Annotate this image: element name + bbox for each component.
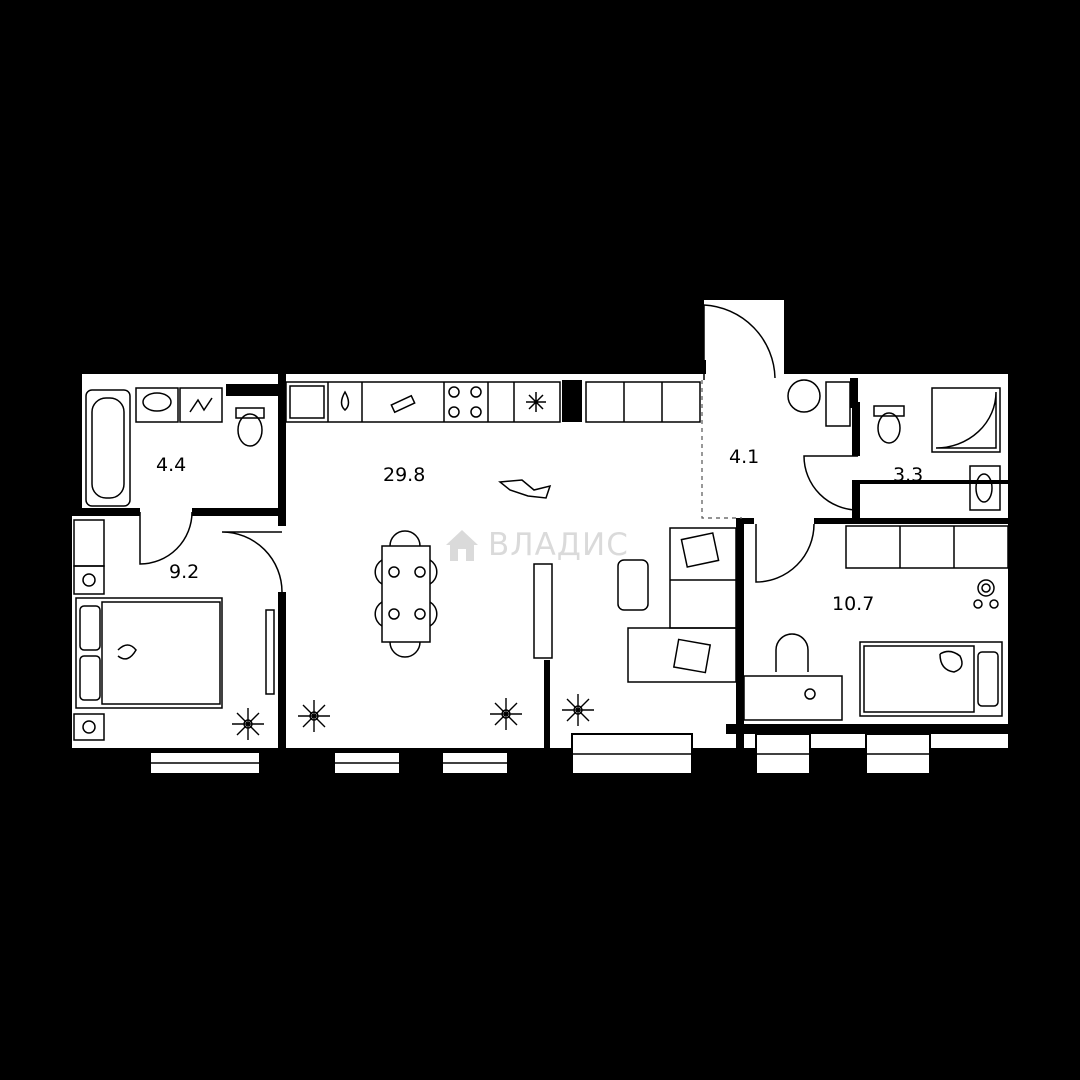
room-area-hall: 4.1 (729, 446, 760, 468)
plants (232, 694, 594, 740)
room-area-kids-room: 10.7 (832, 593, 875, 615)
room-area-bedroom: 9.2 (169, 561, 200, 583)
living-furniture (265, 479, 737, 695)
house-logo-icon (446, 530, 478, 561)
bedroom-furniture (73, 519, 223, 741)
watermark: ВЛАДИС (442, 522, 642, 568)
bath-2-fixtures (873, 387, 1001, 511)
windows (149, 733, 931, 775)
dining-table (374, 530, 438, 658)
kids-room-furniture (743, 525, 1009, 721)
room-area-kitchen-living: 29.8 (383, 464, 426, 486)
bath-1-fixtures (85, 387, 265, 507)
window-glass-lines (150, 753, 930, 764)
doors (139, 304, 859, 593)
hall-zone-dashed-line (701, 380, 742, 519)
watermark-text: ВЛАДИС (488, 527, 629, 563)
kitchen-counter (285, 379, 851, 427)
room-area-bath-1: 4.4 (156, 454, 187, 476)
room-area-bath-2: 3.3 (893, 464, 924, 486)
